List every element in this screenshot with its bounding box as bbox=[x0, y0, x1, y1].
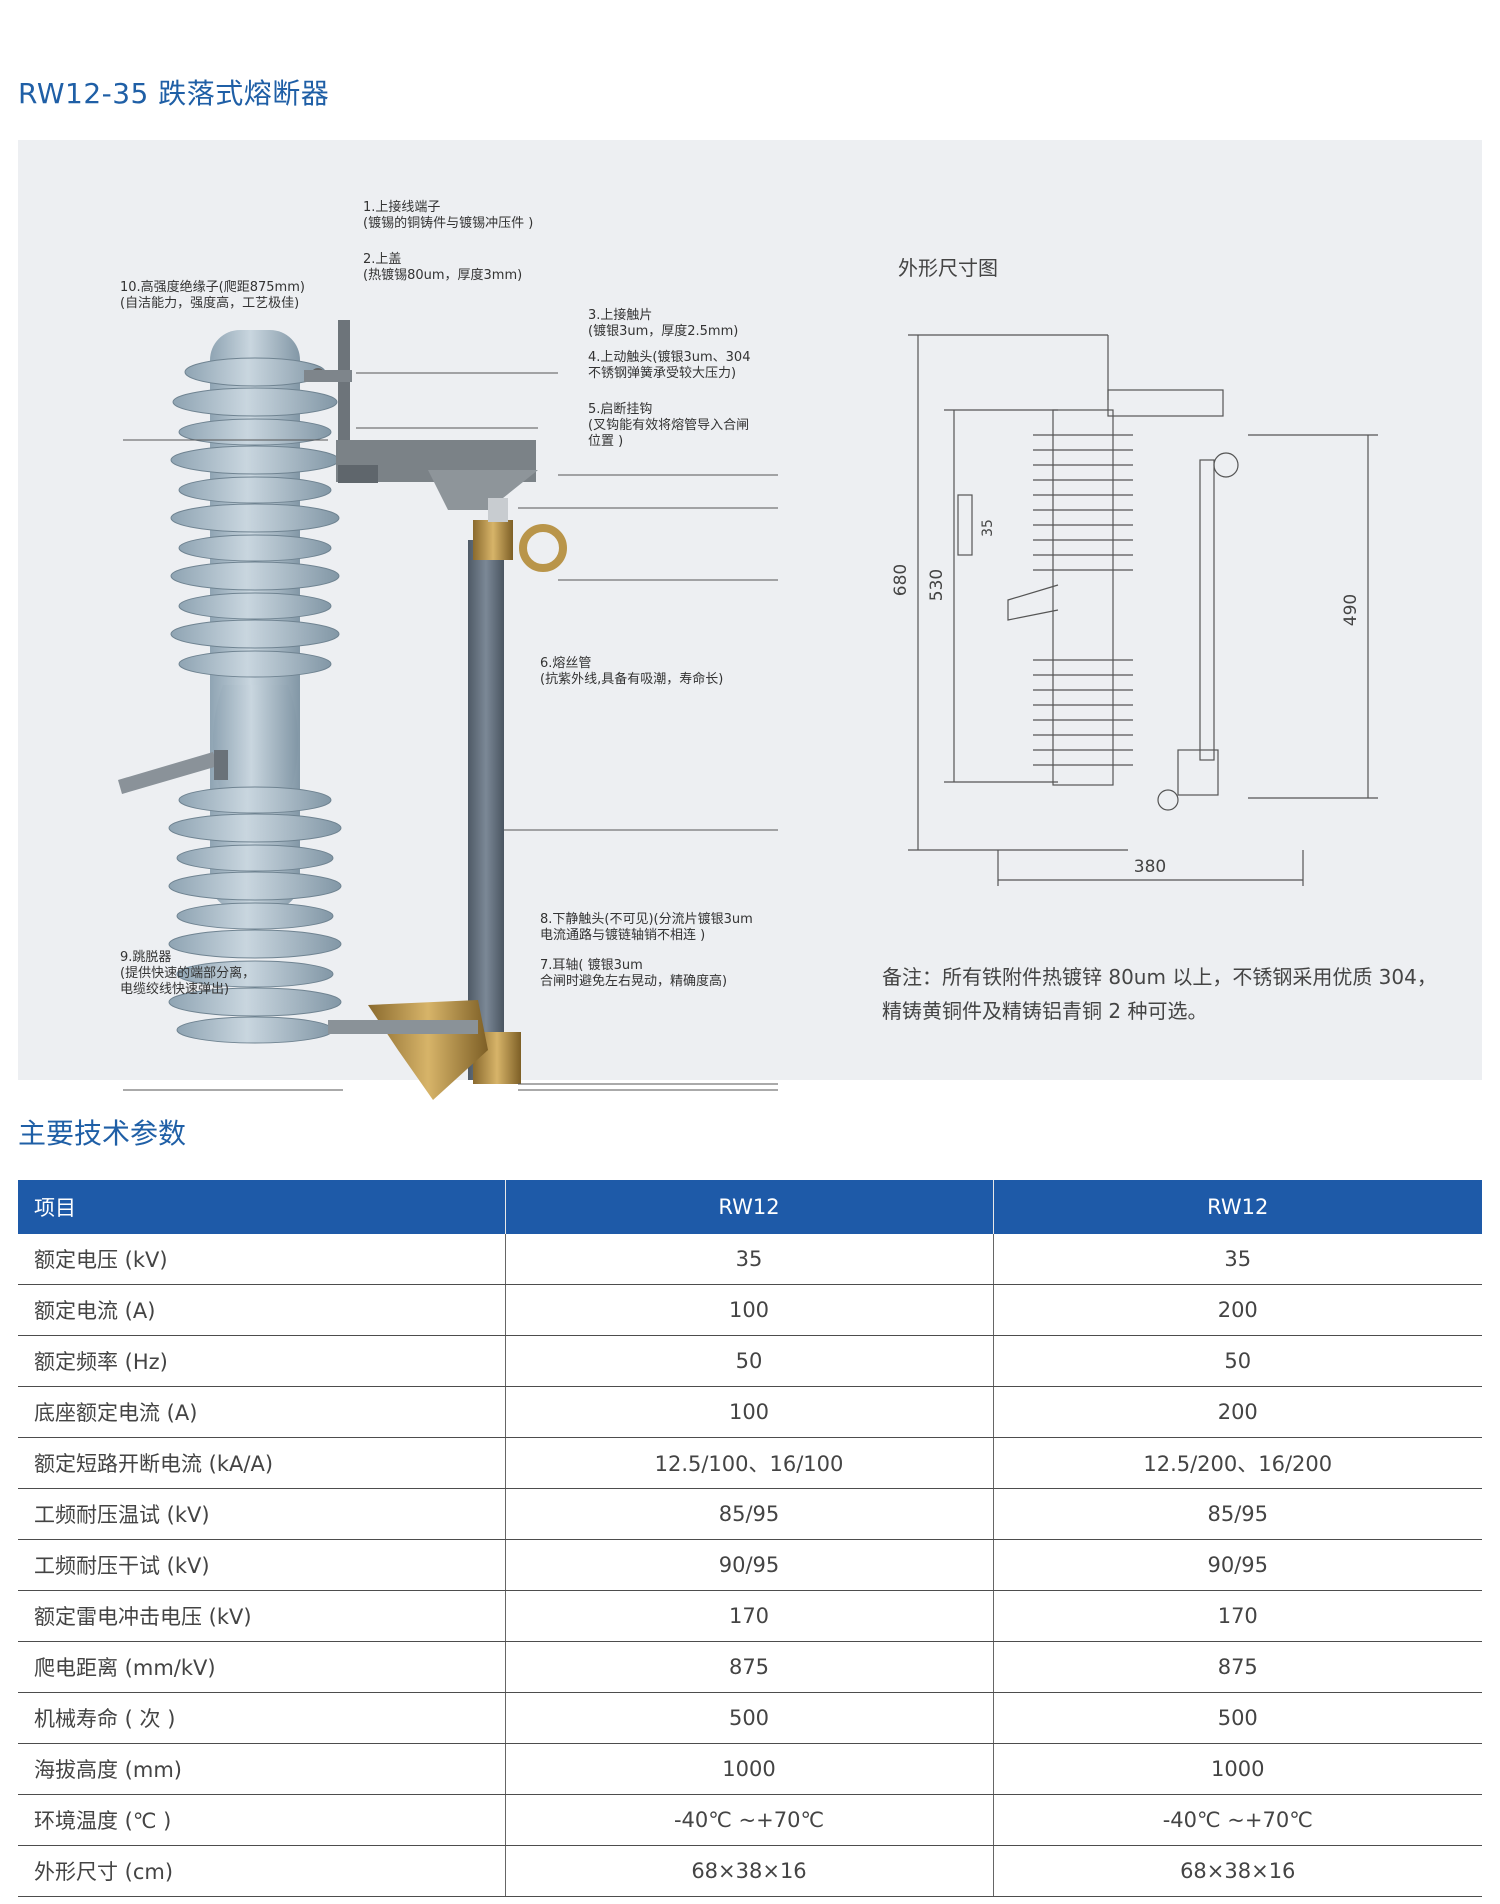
table-header-cell: RW12 bbox=[993, 1180, 1482, 1234]
table-cell: 170 bbox=[505, 1590, 994, 1642]
table-cell: 90/95 bbox=[993, 1539, 1482, 1591]
dimension-drawing: 680 530 490 380 35 bbox=[891, 334, 1378, 886]
table-cell: 200 bbox=[993, 1284, 1482, 1336]
callout-tripper: 9.跳脱器(提供快速的端部分离，电缆绞线快速弹出) bbox=[120, 950, 256, 997]
product-panel: 1.上接线端子(镀锡的铜铸件与镀锡冲压件 ) 2.上盖(热镀锡80um，厚度3m… bbox=[18, 140, 1482, 1100]
callout-insulator: 10.高强度绝缘子(爬距875mm)(自洁能力，强度高，工艺极佳) bbox=[120, 280, 305, 311]
table-cell: 90/95 bbox=[505, 1539, 994, 1591]
table-cell: 1000 bbox=[993, 1743, 1482, 1795]
section-title-specs: 主要技术参数 bbox=[18, 1117, 187, 1150]
table-cell: 85/95 bbox=[505, 1488, 994, 1540]
table-header-cell: 项目 bbox=[18, 1180, 506, 1234]
table-cell: 底座额定电流 (A) bbox=[18, 1386, 506, 1438]
table-cell: 170 bbox=[993, 1590, 1482, 1642]
table-cell: 875 bbox=[505, 1641, 994, 1693]
table-header-cell: RW12 bbox=[505, 1180, 994, 1234]
table-cell: -40℃ ~+70℃ bbox=[505, 1794, 994, 1846]
table-cell: 额定频率 (Hz) bbox=[18, 1335, 506, 1387]
table-cell: 500 bbox=[993, 1692, 1482, 1744]
table-cell: 额定短路开断电流 (kA/A) bbox=[18, 1437, 506, 1489]
table-cell: 100 bbox=[505, 1284, 994, 1336]
callout-hook: 5.启断挂钩(叉钩能有效将熔管导入合闸位置 ) bbox=[588, 402, 750, 449]
table-cell: 外形尺寸 (cm) bbox=[18, 1845, 506, 1897]
table-cell: 环境温度 (℃ ) bbox=[18, 1794, 506, 1846]
table-cell: 1000 bbox=[505, 1743, 994, 1795]
callout-fuse-tube: 6.熔丝管(抗紫外线,具备有吸潮，寿命长) bbox=[540, 656, 724, 687]
table-cell: 海拔高度 (mm) bbox=[18, 1743, 506, 1795]
table-cell: 额定电压 (kV) bbox=[18, 1234, 506, 1285]
table-cell: 68×38×16 bbox=[505, 1845, 994, 1897]
dim-35-label: 35 bbox=[980, 519, 996, 537]
table-cell: 12.5/100、16/100 bbox=[505, 1437, 994, 1489]
callout-upper-contact-plate: 3.上接触片(镀银3um，厚度2.5mm) bbox=[588, 308, 739, 339]
dim-490-label: 490 bbox=[1341, 594, 1361, 626]
table-cell: 爬电距离 (mm/kV) bbox=[18, 1641, 506, 1693]
dim-530-label: 530 bbox=[927, 569, 947, 601]
table-cell: 50 bbox=[505, 1335, 994, 1387]
table-cell: 工频耐压干试 (kV) bbox=[18, 1539, 506, 1591]
table-cell: 35 bbox=[993, 1234, 1482, 1285]
table-cell: 200 bbox=[993, 1386, 1482, 1438]
callout-upper-cover: 2.上盖(热镀锡80um，厚度3mm) bbox=[363, 252, 523, 283]
note-text: 备注：所有铁附件热镀锌 80um 以上，不锈钢采用优质 304，精铸黄铜件及精铸… bbox=[882, 965, 1437, 1023]
dim-380-label: 380 bbox=[1134, 857, 1166, 877]
table-cell: 额定雷电冲击电压 (kV) bbox=[18, 1590, 506, 1642]
dimension-drawing-title: 外形尺寸图 bbox=[898, 256, 998, 280]
table-header-row: 项目 RW12 RW12 bbox=[18, 1180, 1482, 1234]
dim-680-label: 680 bbox=[891, 564, 911, 596]
table-cell: 68×38×16 bbox=[993, 1845, 1482, 1897]
table-cell: 50 bbox=[993, 1335, 1482, 1387]
table-cell: 500 bbox=[505, 1692, 994, 1744]
table-row: 环境温度 (℃ )-40℃ ~+70℃-40℃ ~+70℃ bbox=[18, 1794, 1482, 1846]
table-cell: -40℃ ~+70℃ bbox=[993, 1794, 1482, 1846]
table-cell: 35 bbox=[505, 1234, 994, 1285]
table-cell: 85/95 bbox=[993, 1488, 1482, 1540]
table-cell: 100 bbox=[505, 1386, 994, 1438]
fuse-illustration bbox=[118, 320, 778, 1100]
callout-upper-terminal: 1.上接线端子(镀锡的铜铸件与镀锡冲压件 ) bbox=[363, 200, 534, 231]
table-cell: 12.5/200、16/200 bbox=[993, 1437, 1482, 1489]
table-cell: 875 bbox=[993, 1641, 1482, 1693]
table-cell: 机械寿命 ( 次 ) bbox=[18, 1692, 506, 1744]
page-title: RW12-35 跌落式熔断器 bbox=[18, 77, 330, 110]
table-cell: 额定电流 (A) bbox=[18, 1284, 506, 1336]
table-cell: 工频耐压温试 (kV) bbox=[18, 1488, 506, 1540]
